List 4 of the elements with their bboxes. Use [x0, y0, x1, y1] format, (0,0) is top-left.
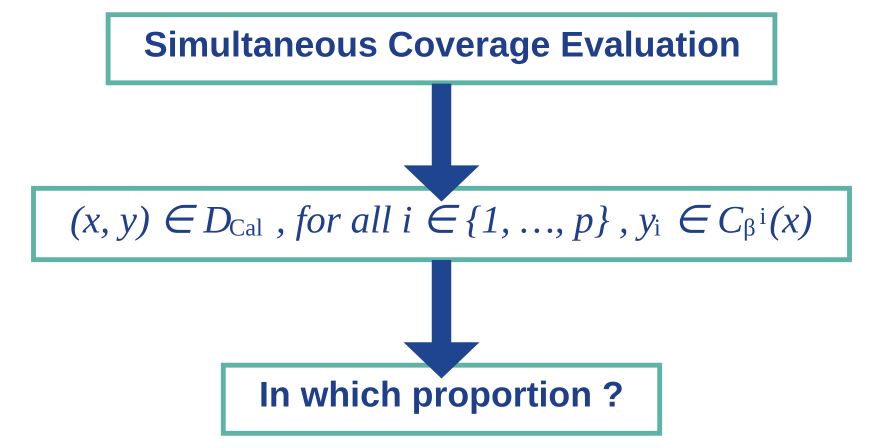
node-box: Simultaneous Coverage Evaluation	[105, 12, 777, 86]
node-box: In which proportion ?	[220, 362, 662, 436]
arrow	[403, 260, 479, 378]
arrow	[403, 84, 479, 202]
